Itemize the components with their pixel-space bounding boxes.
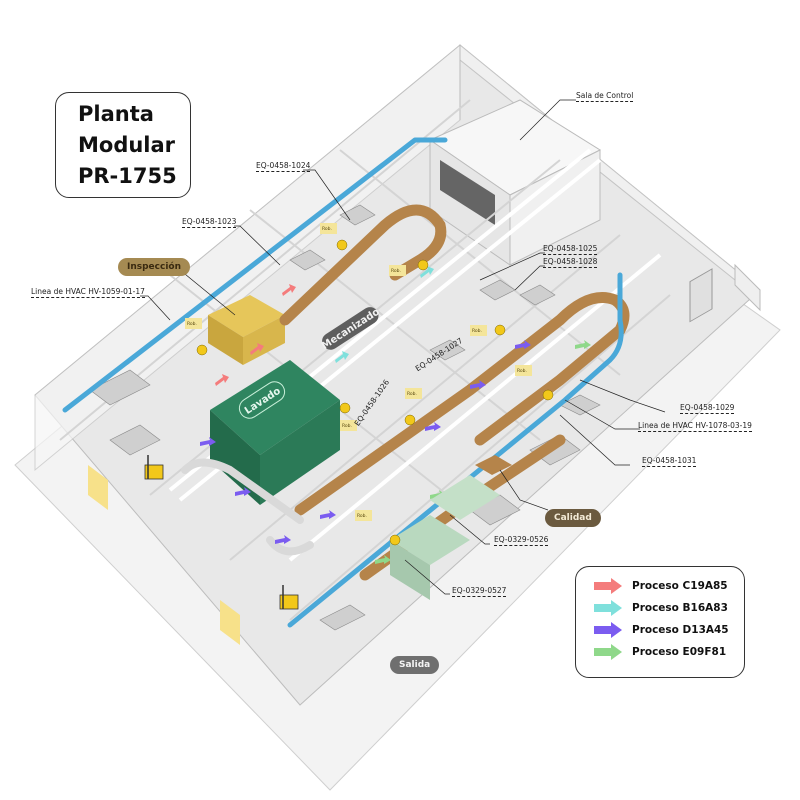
callout-eq-0329-0527: EQ-0329-0527 [452, 586, 507, 597]
calidad-machines [390, 475, 500, 600]
zone-pill-salida: Salida [390, 656, 440, 674]
conveyor-belt-light [181, 458, 314, 556]
svg-text:Rob.: Rob. [472, 328, 482, 334]
robots [196, 239, 554, 546]
robot [339, 402, 351, 414]
control-room [428, 99, 602, 266]
yellow-door [220, 600, 240, 645]
arrow-icon [594, 600, 622, 616]
arrow-icon [594, 644, 622, 660]
arrow-icon [594, 622, 622, 638]
svg-text:Rob.: Rob. [322, 226, 332, 232]
plant-title-box: Planta Modular PR-1755 [55, 92, 191, 198]
legend-item: Proceso E09F81 [594, 641, 744, 663]
arrow-d13a45 [515, 340, 531, 349]
right-wall-door [689, 268, 713, 323]
legend-item: Proceso D13A45 [594, 619, 744, 641]
legend-item: Proceso B16A83 [594, 597, 744, 619]
right-wall [734, 263, 761, 312]
svg-text:Rob.: Rob. [357, 513, 367, 519]
robot [336, 239, 348, 251]
callout-eq-0329-0526: EQ-0329-0526 [494, 535, 549, 546]
arrow-c19a85 [282, 284, 296, 296]
robot [417, 259, 429, 271]
robot-tag-text: Rob. Rob. Rob. Rob. Rob. Rob. Rob. Rob. [187, 226, 527, 519]
callout-eq-0458-1031: EQ-0458-1031 [642, 456, 697, 467]
callout-hvac-1059: Linea de HVAC HV-1059-01-17 [31, 287, 145, 298]
callout-eq-0458-1024: EQ-0458-1024 [256, 161, 311, 172]
arrow-d13a45 [320, 510, 336, 519]
yellow-door [88, 465, 108, 510]
legend-label: Proceso B16A83 [632, 602, 728, 614]
hvac-duct-1078 [287, 272, 624, 628]
robot-tags [185, 223, 532, 521]
arrow-e09f81 [375, 555, 391, 564]
arrow-d13a45 [425, 422, 441, 431]
hvac-duct-1059 [62, 137, 448, 413]
arrow-b16a83 [335, 351, 349, 363]
arrow-d13a45 [235, 487, 251, 496]
arrow-c19a85 [215, 374, 229, 386]
robot [196, 344, 208, 356]
svg-text:Rob.: Rob. [517, 368, 527, 374]
callout-eq-0458-1025: EQ-0458-1025 [543, 244, 598, 255]
svg-text:Rob.: Rob. [187, 321, 197, 327]
svg-text:Rob.: Rob. [391, 268, 401, 274]
legend-label: Proceso D13A45 [632, 624, 729, 636]
legend-label: Proceso E09F81 [632, 646, 727, 658]
robot [389, 534, 401, 546]
plant-title-line3: PR-1755 [78, 164, 177, 188]
callout-sala-de-control: Sala de Control [576, 91, 634, 102]
robot [494, 324, 506, 336]
process-legend: Proceso C19A85 Proceso B16A83 Proceso D1… [575, 566, 745, 678]
callout-eq-0458-1029: EQ-0458-1029 [680, 403, 735, 414]
arrow-d13a45 [275, 535, 291, 544]
svg-text:Rob.: Rob. [342, 423, 352, 429]
legend-label: Proceso C19A85 [632, 580, 728, 592]
svg-text:Rob.: Rob. [407, 391, 417, 397]
hvac-ducts [62, 137, 624, 628]
arrow-icon [594, 578, 622, 594]
forklift [279, 585, 299, 610]
arrow-d13a45 [200, 437, 216, 446]
arrow-c19a85 [250, 343, 264, 355]
arrow-b16a83 [420, 266, 434, 278]
plant-title-line2: Modular [78, 133, 176, 157]
plant-title-line1: Planta [78, 102, 154, 126]
robot [542, 389, 554, 401]
zone-pill-calidad: Calidad [545, 509, 601, 527]
forklift [144, 455, 164, 480]
zone-pill-inspeccion: Inspección [118, 258, 191, 276]
callout-eq-0458-1028: EQ-0458-1028 [543, 257, 598, 268]
arrow-d13a45 [470, 380, 486, 389]
callout-hvac-1078: Linea de HVAC HV-1078-03-19 [638, 421, 752, 432]
arrow-e09f81 [575, 340, 591, 349]
callout-eq-0458-1023: EQ-0458-1023 [182, 217, 237, 228]
robot [404, 414, 416, 426]
calidad-box [475, 455, 512, 475]
legend-item: Proceso C19A85 [594, 575, 744, 597]
